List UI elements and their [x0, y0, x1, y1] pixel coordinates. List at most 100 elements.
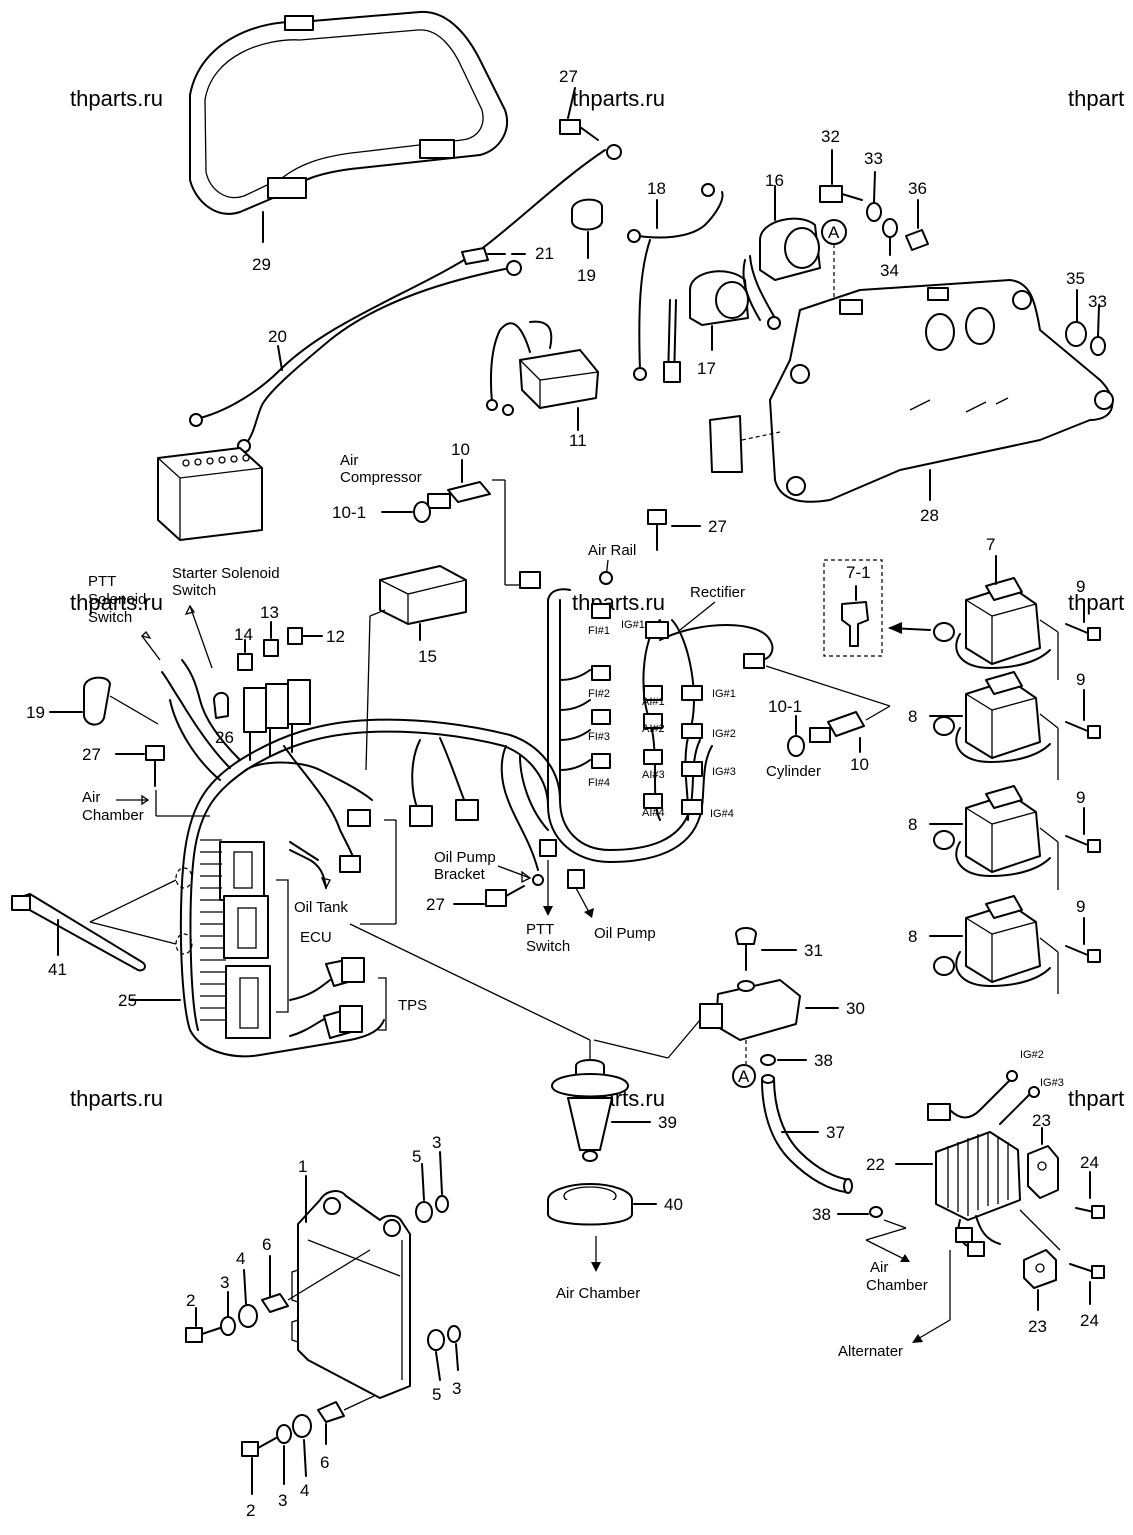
part-number: 10 [451, 440, 470, 459]
part-number: 39 [658, 1113, 677, 1132]
label-ecu: ECU [300, 929, 332, 946]
ignition-coil-part-8-b: 8 [908, 785, 1059, 890]
label-ptt-solenoid: Switch [88, 609, 132, 626]
part-number: 32 [821, 127, 840, 146]
connector-label: IG#3 [1040, 1077, 1064, 1089]
ecu-connectors: Oil Tank ECU TPS [200, 839, 427, 1039]
label-oil-pump-bracket: Bracket [434, 866, 486, 883]
starter-solenoids: 18 17 16 [627, 171, 821, 383]
label-oil-pump: Oil Pump [594, 925, 656, 942]
label-air-compressor: Air [340, 452, 358, 469]
part-number: 19 [26, 703, 45, 722]
part-number: 41 [48, 960, 67, 979]
part-number: 8 [908, 707, 917, 726]
connector-label: FI#1 [588, 625, 610, 637]
ref-marker-a: A [738, 1067, 750, 1086]
ignition-coil-part-8-c: 8 [908, 895, 1059, 994]
part-number: 9 [1076, 577, 1085, 596]
connector-label: FI#3 [588, 731, 610, 743]
harness-connectors: FI#1 FI#2 FI#3 FI#4 IG#1 AI#1 IG#1 AI#2 … [588, 603, 774, 821]
label-ptt-switch: PTT [526, 921, 554, 938]
label-air-chamber-right: Chamber [866, 1277, 928, 1294]
part-number: 23 [1028, 1317, 1047, 1336]
label-cylinder: Cylinder [766, 763, 821, 780]
ignition-coil-part-8-a: 8 [908, 671, 1059, 780]
watermark: thpart [1068, 1086, 1124, 1111]
watermark: thparts.ru [572, 86, 665, 111]
label-air-rail: Air Rail [588, 542, 636, 559]
rectifier-part-22: IG#2 IG#3 22 Alternater 23 24 23 24 [838, 1049, 1105, 1360]
part-number: 3 [220, 1273, 229, 1292]
sensor-air-compressor: Air Compressor 10 10-1 [332, 440, 520, 586]
connector-label: IG#2 [1020, 1049, 1044, 1061]
bracket-part-28: 28 [709, 279, 1114, 525]
connector-label: IG#1 [712, 688, 736, 700]
label-tps: TPS [398, 997, 427, 1014]
watermark: thparts.ru [572, 590, 665, 615]
watermark: thparts.ru [70, 86, 163, 111]
part-number: 10-1 [332, 503, 366, 522]
part-number: 2 [186, 1291, 195, 1310]
connector-label: FI#4 [588, 777, 610, 789]
ref-marker-a: A [828, 223, 840, 242]
bolt-part-27-left: 27 Air Chamber [82, 745, 210, 824]
connector-label: FI#2 [588, 688, 610, 700]
part-number: 6 [320, 1453, 329, 1472]
part-number: 20 [268, 327, 287, 346]
bolts-upper-right: 32 33 34 36 A [819, 127, 929, 340]
part-number: 3 [432, 1133, 441, 1152]
part-number: 11 [569, 431, 587, 450]
part-number: 13 [260, 603, 279, 622]
part-number: 23 [1032, 1111, 1051, 1130]
relay-part-11: 11 [486, 320, 599, 450]
part-number: 8 [908, 927, 917, 946]
bolt-part-27-top: 27 [559, 67, 599, 141]
part-number: 9 [1076, 788, 1085, 807]
part-number: 10 [850, 755, 869, 774]
label-starter-solenoid: Starter Solenoid [172, 565, 280, 582]
connector-label: AI#2 [642, 723, 665, 735]
part-number: 5 [432, 1385, 441, 1404]
label-ptt-switch: Switch [526, 938, 570, 955]
part-number: 4 [300, 1481, 309, 1500]
part-number: 34 [880, 261, 899, 280]
part-number: 33 [1088, 292, 1107, 311]
part-number: 26 [215, 728, 234, 747]
part-number: 18 [647, 179, 666, 198]
part-number: 2 [246, 1501, 255, 1520]
air-chamber-parts: 39 40 Air Chamber [547, 1040, 683, 1302]
part-number: 38 [814, 1051, 833, 1070]
cap-part-19: 19 [571, 198, 603, 285]
terminal-part-21: 21 [461, 244, 554, 265]
label-air-chamber-bottom: Air Chamber [556, 1285, 640, 1302]
connector-label: AI#1 [642, 696, 665, 708]
detail-part-7-1: 7-1 [823, 559, 931, 657]
relay-part-15: 15 [365, 565, 467, 771]
connector-label: IG#2 [712, 728, 736, 740]
cap-part-19-left: 19 [26, 676, 159, 726]
part-number: 6 [262, 1235, 271, 1254]
part-number: 27 [82, 745, 101, 764]
part-number: 36 [908, 179, 927, 198]
part-number: 5 [412, 1147, 421, 1166]
part-number: 31 [804, 941, 823, 960]
left-labels: PTT Solenoid Switch Starter Solenoid Swi… [88, 565, 280, 669]
connector-label: AI#4 [642, 807, 665, 819]
cover-part-29: 29 [189, 10, 508, 274]
part-number: 9 [1076, 670, 1085, 689]
oil-pump-area: Oil Pump Bracket 27 PTT Switch Oil Pump [349, 819, 656, 1041]
part-number: 9 [1076, 897, 1085, 916]
label-air-compressor: Compressor [340, 469, 422, 486]
label-ptt-solenoid: Solenoid [88, 591, 146, 608]
part-number: 24 [1080, 1311, 1099, 1330]
grommets-right: 35 33 [1065, 269, 1107, 356]
part-number: 12 [326, 627, 345, 646]
bolts-part-9: 9 9 9 9 [1065, 577, 1101, 963]
part-number: 7-1 [846, 563, 871, 582]
fuse-block: 26 [213, 679, 311, 761]
part-number: 16 [765, 171, 784, 190]
label-starter-solenoid: Switch [172, 582, 216, 599]
part-number: 27 [426, 895, 445, 914]
label-alternater: Alternater [838, 1343, 903, 1360]
part-number: 29 [252, 255, 271, 274]
